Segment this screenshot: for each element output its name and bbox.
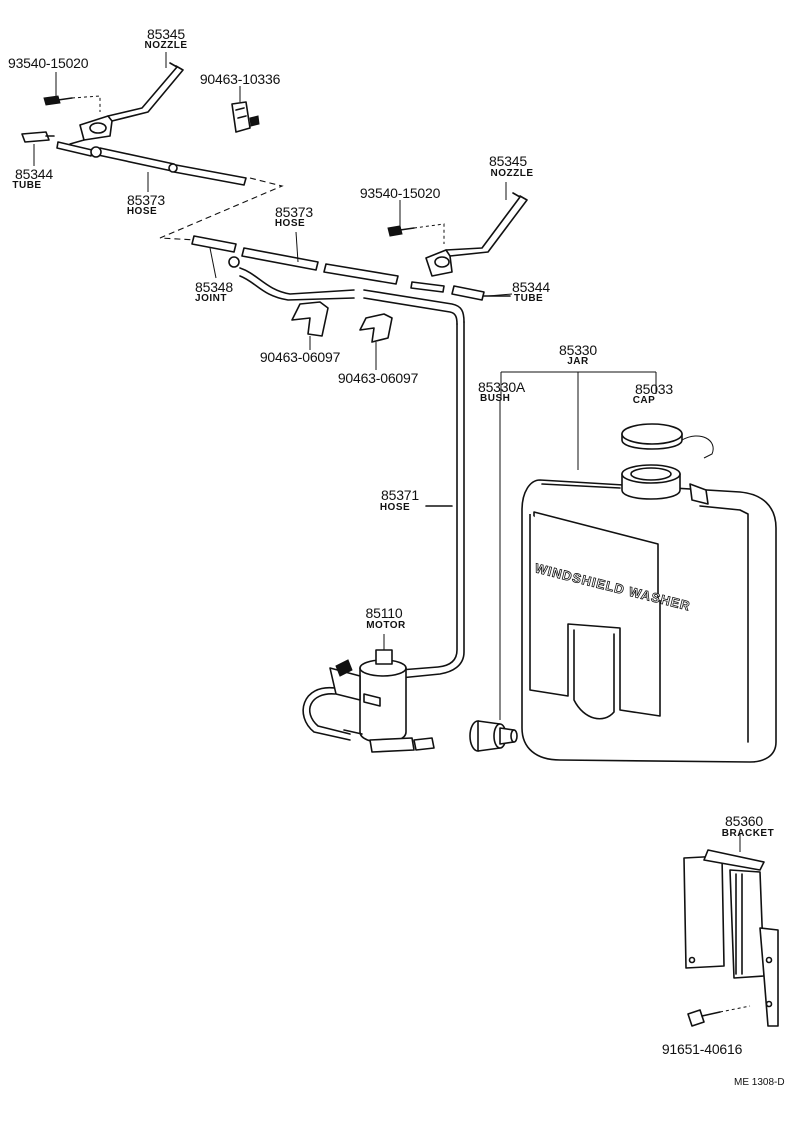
cap-number: 85033 bbox=[635, 381, 673, 397]
right-nozzle-drawing bbox=[425, 192, 528, 277]
bush-drawing bbox=[469, 400, 518, 752]
motor-name: MOTOR bbox=[366, 620, 406, 631]
bolt-drawing bbox=[687, 1005, 751, 1027]
left-nozzle-drawing bbox=[69, 62, 184, 145]
left-hose-number: 85373 bbox=[127, 192, 165, 208]
leader-lines bbox=[33, 52, 513, 650]
jar-number: 85330 bbox=[559, 342, 597, 358]
right-nozzle-name: NOZZLE bbox=[490, 168, 534, 179]
center-hose-drawing bbox=[239, 247, 465, 325]
bracket-name: BRACKET bbox=[721, 828, 775, 839]
left-hose-name: HOSE bbox=[126, 206, 158, 217]
motor-drawing bbox=[329, 649, 435, 753]
bracket-drawing bbox=[683, 834, 779, 1027]
long-hose-number: 85371 bbox=[381, 487, 419, 503]
bush-name: BUSH bbox=[480, 393, 511, 404]
left-nozzle-name: NOZZLE bbox=[144, 40, 188, 51]
center-hose-number: 85373 bbox=[275, 204, 313, 220]
left-tube-drawing bbox=[21, 131, 55, 143]
long-hose-drawing bbox=[302, 321, 465, 741]
motor-number: 85110 bbox=[365, 605, 403, 621]
joint-name: JOINT bbox=[195, 293, 227, 304]
right-screw-number: 93540-15020 bbox=[359, 185, 441, 201]
right-tube-drawing bbox=[410, 281, 511, 301]
left-screw-drawing bbox=[43, 95, 101, 112]
clip-a-number: 90463-06097 bbox=[259, 349, 341, 365]
clip-b-number: 90463-06097 bbox=[337, 370, 419, 386]
left-tube-number: 85344 bbox=[15, 166, 53, 182]
bracket-number: 85360 bbox=[725, 813, 763, 829]
right-screw-drawing bbox=[387, 223, 445, 244]
long-hose-name: HOSE bbox=[379, 502, 411, 513]
left-hose-drawing bbox=[56, 141, 247, 186]
right-tube-number: 85344 bbox=[512, 279, 550, 295]
left-nozzle-number: 85345 bbox=[147, 26, 185, 42]
top-clip-drawing bbox=[231, 101, 260, 133]
cap-name: CAP bbox=[632, 395, 656, 406]
jar-name: JAR bbox=[567, 356, 589, 367]
mid-clips-drawing bbox=[291, 301, 393, 343]
figure-code: ME 1308-D bbox=[734, 1077, 785, 1088]
bush-number: 85330A bbox=[478, 379, 526, 395]
assembly-dashed-line bbox=[159, 177, 284, 241]
joint-drawing bbox=[191, 235, 240, 268]
left-screw-number: 93540-15020 bbox=[8, 55, 89, 71]
left-tube-name: TUBE bbox=[12, 180, 42, 191]
top-clip-number: 90463-10336 bbox=[199, 71, 281, 87]
cap-drawing bbox=[621, 423, 714, 459]
right-tube-name: TUBE bbox=[514, 293, 544, 304]
jar-drawing: WINDSHIELD WASHER bbox=[500, 371, 777, 763]
center-hose-name: HOSE bbox=[274, 218, 306, 229]
bolt-number: 91651-40616 bbox=[661, 1041, 743, 1057]
right-nozzle-number: 85345 bbox=[489, 153, 527, 169]
joint-number: 85348 bbox=[195, 279, 233, 295]
